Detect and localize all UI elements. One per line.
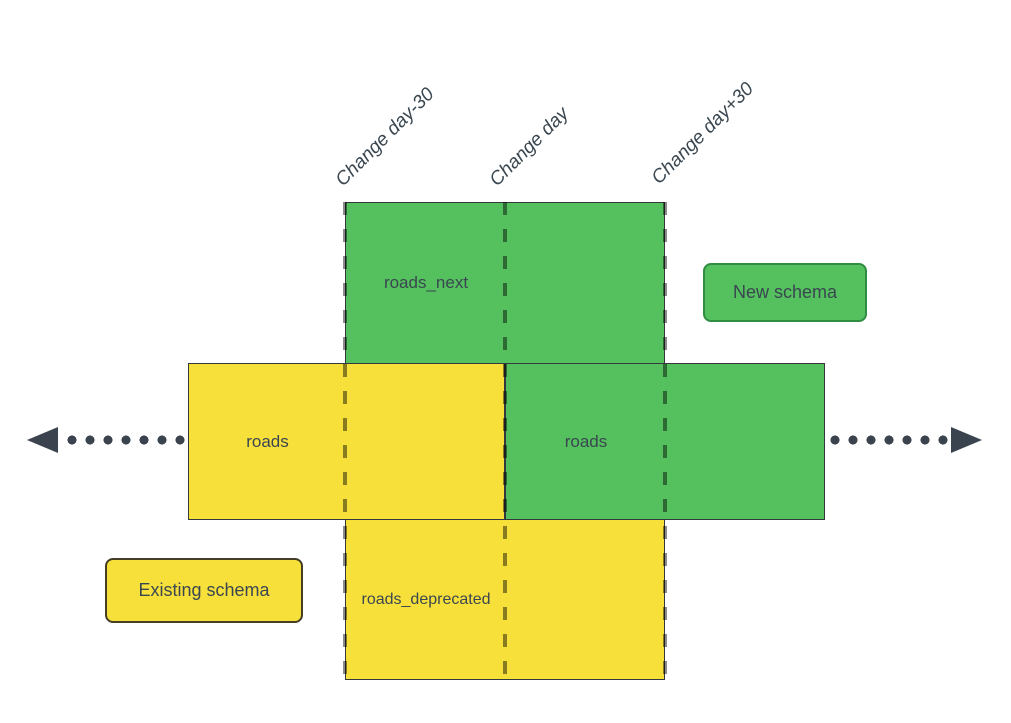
timeline-arrowhead-left-icon <box>27 427 58 453</box>
dashed-line-change-day <box>503 202 507 680</box>
timeline-dotted-line-left <box>63 435 188 445</box>
timeline-dotted-line-right <box>826 435 950 445</box>
timeline-label-change-day-minus-30: Change day-30 <box>331 83 439 191</box>
legend-new-schema: New schema <box>703 263 867 322</box>
dashed-line-change-day-plus-30 <box>663 202 667 680</box>
timeline-arrowhead-right-icon <box>951 427 982 453</box>
timeline-label-change-day: Change day <box>485 103 574 191</box>
box-roads-existing: roads <box>188 363 505 520</box>
box-roads-next-label: roads_next <box>383 273 469 292</box>
legend-existing-schema-label: Existing schema <box>138 580 270 600</box>
box-roads-next: roads_next <box>345 202 665 364</box>
legend-new-schema-label: New schema <box>732 282 838 302</box>
box-roads-deprecated: roads_deprecated <box>345 519 665 680</box>
timeline-label-change-day-plus-30: Change day+30 <box>647 78 758 189</box>
dashed-line-change-day-minus-30 <box>343 202 347 680</box>
box-roads-new: roads <box>505 363 825 520</box>
box-roads-deprecated-label: roads_deprecated <box>361 590 491 608</box>
box-roads-existing-label: roads <box>246 431 289 451</box>
box-roads-new-label: roads <box>564 431 608 451</box>
legend-existing-schema: Existing schema <box>105 558 303 623</box>
